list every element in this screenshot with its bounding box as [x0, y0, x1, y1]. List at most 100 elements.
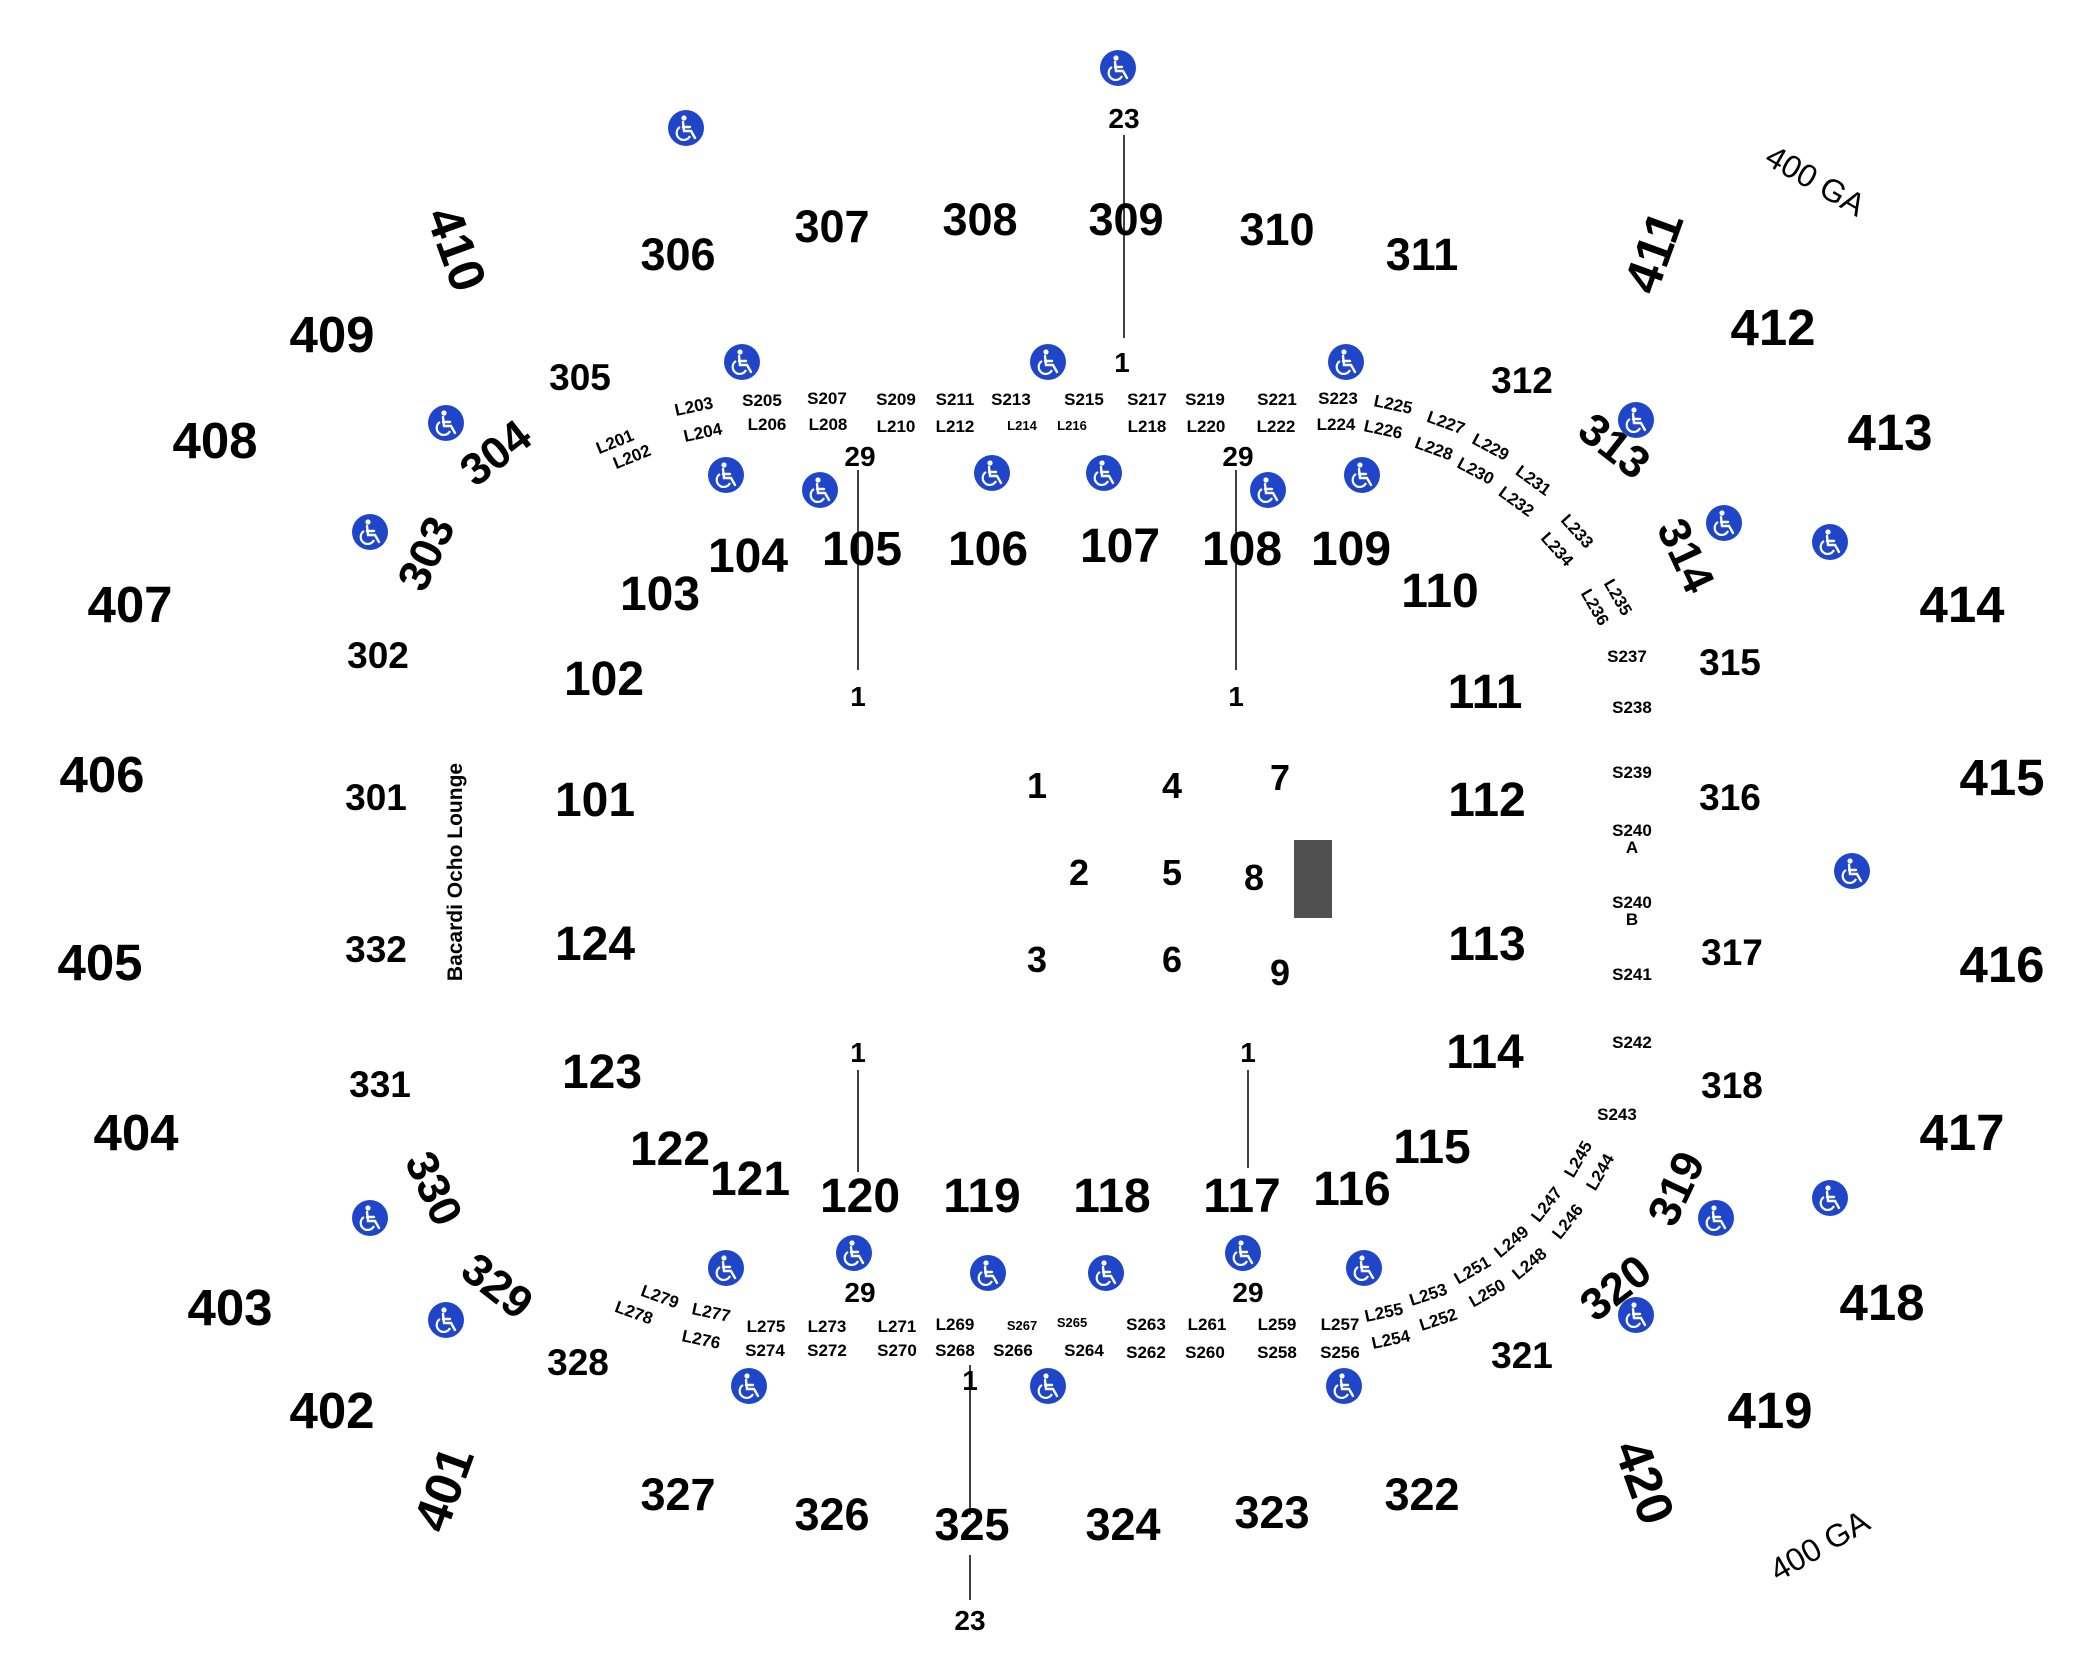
section-318[interactable]: 318	[1701, 1065, 1763, 1106]
suite-label[interactable]: S243	[1597, 1105, 1637, 1124]
section-116[interactable]: 116	[1313, 1163, 1390, 1216]
section-414[interactable]: 414	[1919, 576, 2005, 633]
suite-label[interactable]: S213	[991, 390, 1031, 409]
section-323[interactable]: 323	[1234, 1487, 1309, 1538]
section-331[interactable]: 331	[349, 1064, 411, 1105]
section-305[interactable]: 305	[549, 357, 611, 398]
section-113[interactable]: 113	[1448, 918, 1525, 971]
section-408[interactable]: 408	[172, 412, 257, 469]
loge-label[interactable]: L222	[1257, 417, 1296, 436]
loge-label[interactable]: L271	[878, 1317, 917, 1336]
section-112[interactable]: 112	[1448, 774, 1525, 827]
floor-section-2[interactable]: 2	[1069, 852, 1089, 893]
loge-label[interactable]: L269	[936, 1315, 975, 1334]
section-108[interactable]: 108	[1202, 523, 1282, 576]
section-110[interactable]: 110	[1401, 565, 1478, 618]
section-109[interactable]: 109	[1311, 523, 1391, 576]
suite-label[interactable]: S211	[936, 390, 975, 409]
section-101[interactable]: 101	[555, 774, 635, 827]
loge-label[interactable]: L257	[1321, 1315, 1360, 1334]
suite-label[interactable]: S240	[1612, 821, 1652, 840]
suite-label[interactable]: S274	[745, 1341, 785, 1360]
section-105[interactable]: 105	[822, 523, 902, 576]
section-407[interactable]: 407	[87, 576, 172, 633]
loge-label[interactable]: L255	[1363, 1299, 1405, 1326]
suite-label[interactable]: S240	[1612, 893, 1652, 912]
suite-label[interactable]: B	[1626, 910, 1638, 929]
section-103[interactable]: 103	[620, 568, 700, 621]
section-119[interactable]: 119	[943, 1170, 1020, 1223]
floor-section-8[interactable]: 8	[1244, 857, 1264, 898]
floor-section-4[interactable]: 4	[1162, 765, 1182, 806]
section-122[interactable]: 122	[630, 1123, 710, 1176]
suite-label[interactable]: S258	[1257, 1343, 1297, 1362]
suite-label[interactable]: S267	[1007, 1318, 1037, 1333]
suite-label[interactable]: S272	[807, 1341, 847, 1360]
suite-label[interactable]: S209	[876, 390, 916, 409]
section-416[interactable]: 416	[1959, 936, 2044, 993]
section-419[interactable]: 419	[1727, 1382, 1812, 1439]
loge-label[interactable]: L212	[936, 417, 975, 436]
suite-label[interactable]: S256	[1320, 1343, 1360, 1362]
section-321[interactable]: 321	[1491, 1335, 1553, 1376]
suite-label[interactable]: A	[1626, 838, 1638, 857]
suite-label[interactable]: S219	[1185, 390, 1225, 409]
section-411[interactable]: 411	[0, 0, 41, 11]
section-104[interactable]: 104	[708, 530, 788, 583]
section-328[interactable]: 328	[547, 1342, 609, 1383]
section-302[interactable]: 302	[347, 635, 409, 676]
suite-label[interactable]: S268	[935, 1341, 975, 1360]
floor-section-5[interactable]: 5	[1162, 852, 1182, 893]
suite-label[interactable]: S270	[877, 1341, 917, 1360]
bacardi-ocho-lounge[interactable]: Bacardi Ocho Lounge	[444, 763, 467, 981]
section-329[interactable]: 329	[452, 1243, 543, 1329]
suite-label[interactable]: S266	[993, 1341, 1033, 1360]
section-111[interactable]: 111	[1448, 666, 1523, 719]
section-120[interactable]: 120	[820, 1170, 900, 1223]
section-324[interactable]: 324	[1085, 1499, 1160, 1550]
loge-label[interactable]: L254	[1370, 1326, 1412, 1353]
section-415[interactable]: 415	[1959, 749, 2044, 806]
section-322[interactable]: 322	[1384, 1469, 1459, 1520]
loge-label[interactable]: L224	[1317, 415, 1356, 434]
ga-label[interactable]: 400 GA	[1760, 138, 1873, 224]
section-114[interactable]: 114	[1446, 1026, 1524, 1079]
section-418[interactable]: 418	[1839, 1274, 1924, 1331]
suite-label[interactable]: S205	[742, 391, 782, 410]
loge-label[interactable]: L203	[673, 393, 715, 420]
suite-label[interactable]: S242	[1612, 1033, 1652, 1052]
floor-section-7[interactable]: 7	[1270, 757, 1290, 798]
loge-label[interactable]: L261	[1188, 1315, 1227, 1334]
section-301[interactable]: 301	[345, 777, 407, 818]
loge-label[interactable]: L227	[1424, 407, 1467, 438]
section-306[interactable]: 306	[640, 229, 715, 280]
floor-section-3[interactable]: 3	[1027, 939, 1047, 980]
suite-label[interactable]: S265	[1057, 1315, 1087, 1330]
section-327[interactable]: 327	[640, 1469, 715, 1520]
suite-label[interactable]: S264	[1064, 1341, 1104, 1360]
loge-label[interactable]: L276	[680, 1326, 722, 1353]
section-106[interactable]: 106	[948, 523, 1028, 576]
suite-label[interactable]: S260	[1185, 1343, 1225, 1362]
section-403[interactable]: 403	[187, 1279, 272, 1336]
floor-section-6[interactable]: 6	[1162, 939, 1182, 980]
floor-section-1[interactable]: 1	[1027, 765, 1047, 806]
section-123[interactable]: 123	[562, 1046, 642, 1099]
section-326[interactable]: 326	[794, 1489, 869, 1540]
loge-label[interactable]: L208	[809, 415, 848, 434]
loge-label[interactable]: L259	[1258, 1315, 1297, 1334]
section-124[interactable]: 124	[555, 918, 635, 971]
section-308[interactable]: 308	[942, 194, 1017, 245]
suite-label[interactable]: S237	[1607, 647, 1647, 666]
section-107[interactable]: 107	[1080, 520, 1160, 573]
loge-label[interactable]: L214	[1007, 418, 1037, 433]
section-404[interactable]: 404	[93, 1104, 179, 1161]
section-312[interactable]: 312	[1491, 360, 1553, 401]
loge-label[interactable]: L252	[1417, 1305, 1460, 1335]
loge-label[interactable]: L204	[682, 419, 724, 446]
suite-label[interactable]: S263	[1126, 1315, 1166, 1334]
loge-label[interactable]: L220	[1187, 417, 1226, 436]
section-410[interactable]: 410	[415, 199, 498, 298]
section-317[interactable]: 317	[1701, 932, 1763, 973]
loge-label[interactable]: L206	[748, 415, 787, 434]
